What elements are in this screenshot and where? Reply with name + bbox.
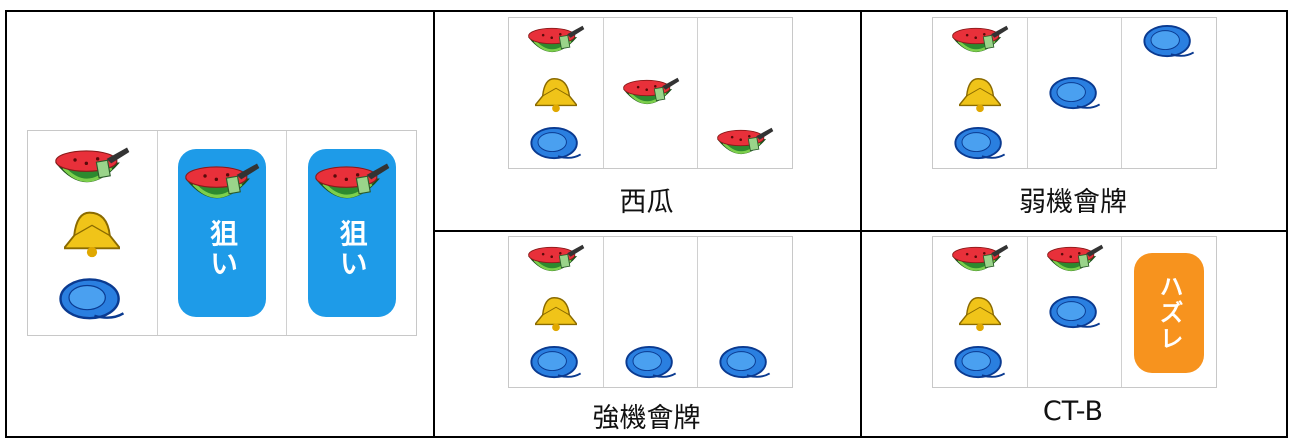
watermelon-icon — [1045, 243, 1105, 272]
watermelon-icon — [621, 76, 681, 105]
blue-coin-icon — [624, 345, 677, 379]
pattern-label: CT-B — [1042, 396, 1104, 427]
pattern-label: 西瓜 — [619, 187, 674, 218]
target-badge: 狙い — [178, 149, 266, 317]
watermelon-icon — [184, 161, 262, 200]
pattern-label: 強機會牌 — [592, 403, 701, 434]
bell-icon — [534, 297, 577, 332]
bell-icon — [534, 78, 577, 113]
reel-col-center — [1026, 18, 1122, 168]
watermelon-icon — [527, 24, 586, 53]
reel-col-right: ハズレ — [1121, 237, 1216, 387]
pattern-cell-ct-b: ハズレ CT-B — [860, 230, 1288, 438]
reel-col-right: 狙い — [286, 131, 416, 335]
watermelon-icon — [951, 24, 1010, 53]
blue-coin-icon — [719, 345, 771, 379]
blue-coin-icon — [954, 126, 1006, 160]
main-reel: 狙い 狙い — [27, 130, 417, 336]
bell-icon — [958, 78, 1001, 113]
watermelon-icon — [313, 161, 391, 200]
pattern-cell-watermelon: 西瓜 — [433, 10, 862, 232]
main-cell: 狙い 狙い — [5, 10, 435, 438]
watermelon-icon — [951, 243, 1010, 272]
blue-coin-icon — [954, 345, 1006, 379]
blue-coin-icon — [1048, 76, 1101, 110]
blue-coin-icon — [530, 345, 582, 379]
bell-icon — [958, 297, 1001, 332]
hazure-badge: ハズレ — [1134, 253, 1205, 373]
watermelon-icon — [54, 145, 132, 184]
reel-col-left — [933, 18, 1027, 168]
reel-col-center: 狙い — [156, 131, 287, 335]
reel-col-right — [697, 237, 792, 387]
reel-col-center — [602, 18, 698, 168]
reel-col-right — [1121, 18, 1216, 168]
pattern-reel — [508, 17, 793, 169]
pattern-cell-strong-chance: 強機會牌 — [433, 230, 862, 438]
pattern-reel — [932, 17, 1217, 169]
bell-icon — [64, 211, 121, 259]
reel-col-right — [697, 18, 792, 168]
reel-col-left — [509, 18, 603, 168]
reel-col-left — [933, 237, 1027, 387]
blue-coin-icon — [530, 126, 582, 160]
watermelon-icon — [716, 126, 775, 155]
watermelon-icon — [527, 243, 586, 272]
blue-coin-icon — [1143, 24, 1195, 58]
blue-coin-icon — [1048, 295, 1101, 329]
target-badge: 狙い — [307, 149, 396, 317]
target-badge-text: 狙い — [335, 219, 369, 279]
pattern-reel: ハズレ — [932, 236, 1217, 388]
reel-col-center — [1026, 237, 1122, 387]
target-badge-text: 狙い — [206, 219, 239, 279]
reel-col-left — [28, 131, 157, 335]
blue-coin-icon — [59, 278, 126, 320]
reel-col-left — [509, 237, 603, 387]
pattern-cell-weak-chance: 弱機會牌 — [860, 10, 1288, 232]
reel-col-center — [602, 237, 698, 387]
hazure-badge-text: ハズレ — [1155, 274, 1184, 352]
pattern-reel — [508, 236, 793, 388]
pattern-label: 弱機會牌 — [1019, 187, 1127, 218]
